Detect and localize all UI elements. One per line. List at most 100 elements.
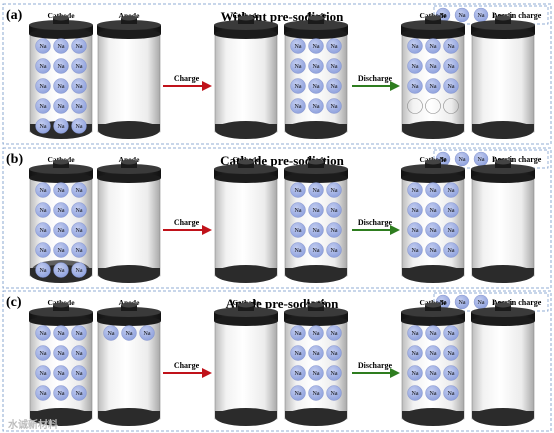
na-ion-label: Na bbox=[448, 188, 455, 194]
battery-base-band bbox=[285, 268, 347, 274]
na-ion bbox=[425, 365, 441, 381]
na-ion-label: Na bbox=[459, 300, 466, 306]
battery-cap-rim bbox=[97, 29, 161, 39]
na-ion bbox=[35, 118, 51, 134]
battery-cap-top bbox=[97, 307, 161, 317]
battery-glass bbox=[214, 320, 278, 420]
na-ion-label: Na bbox=[331, 208, 338, 214]
na-ion-label: Na bbox=[76, 208, 83, 214]
na-ion-label: Na bbox=[448, 391, 455, 397]
battery-base-band bbox=[472, 411, 534, 417]
battery-cap-top bbox=[401, 164, 465, 174]
na-ion-label: Na bbox=[295, 371, 302, 377]
cathode-battery: CathodeNaNaNaNaNaNaNaNaNaNaNaNa bbox=[29, 298, 93, 426]
cathode-battery: CathodeNaNaNaNaNaNaNaNaNaNaNaNa bbox=[401, 298, 465, 426]
na-ion bbox=[290, 202, 306, 218]
na-ion-label: Na bbox=[448, 371, 455, 377]
na-ion bbox=[308, 325, 324, 341]
na-ion bbox=[290, 38, 306, 54]
battery-terminal-top bbox=[495, 159, 511, 165]
battery-cap-rim bbox=[97, 173, 161, 183]
na-ion-label: Na bbox=[126, 331, 133, 337]
na-ion bbox=[443, 325, 459, 341]
na-ion-label: Na bbox=[295, 248, 302, 254]
na-ion-label: Na bbox=[448, 208, 455, 214]
na-ion-label: Na bbox=[430, 351, 437, 357]
battery-terminal bbox=[53, 162, 69, 168]
na-ion-label: Na bbox=[440, 300, 447, 306]
na-ion bbox=[454, 7, 470, 23]
panel-letter: (c) bbox=[6, 295, 22, 310]
anode-label: Anode bbox=[306, 155, 328, 164]
battery-terminal bbox=[53, 18, 69, 24]
na-ion-label: Na bbox=[295, 331, 302, 337]
na-ion-label: Na bbox=[430, 188, 437, 194]
na-ion-label: Na bbox=[58, 268, 65, 274]
na-ion-label: Na bbox=[331, 391, 338, 397]
na-ion-label: Na bbox=[40, 64, 47, 70]
na-ion bbox=[35, 202, 51, 218]
na-ion bbox=[326, 58, 342, 74]
na-ion-label: Na bbox=[430, 228, 437, 234]
na-ion bbox=[425, 202, 441, 218]
na-ion-label: Na bbox=[40, 188, 47, 194]
battery-terminal-top bbox=[53, 302, 69, 308]
anode-battery: Anode bbox=[97, 11, 161, 139]
na-ion-label: Na bbox=[448, 44, 455, 50]
battery-terminal-top bbox=[495, 15, 511, 21]
na-ion-label: Na bbox=[58, 188, 65, 194]
na-ion bbox=[53, 98, 69, 114]
na-ion-label: Na bbox=[430, 248, 437, 254]
na-ion bbox=[308, 38, 324, 54]
na-ion-label: Na bbox=[331, 248, 338, 254]
battery-terminal-top bbox=[425, 159, 441, 165]
na-ion-label: Na bbox=[331, 84, 338, 90]
battery-terminal bbox=[425, 18, 441, 24]
na-ion-label: Na bbox=[412, 64, 419, 70]
na-ion bbox=[71, 98, 87, 114]
na-ion bbox=[139, 325, 155, 341]
na-ion-label: Na bbox=[108, 331, 115, 337]
na-ion bbox=[71, 242, 87, 258]
anode-label: Anode bbox=[493, 11, 515, 20]
na-ion bbox=[326, 325, 342, 341]
legend-label: Loss in charge bbox=[492, 298, 542, 307]
na-ion-label: Na bbox=[58, 84, 65, 90]
battery-cap-top bbox=[29, 20, 93, 30]
na-ion-label: Na bbox=[478, 300, 485, 306]
battery-base-band bbox=[402, 268, 464, 274]
na-ion bbox=[407, 202, 423, 218]
na-ion bbox=[71, 182, 87, 198]
na-ion-label: Na bbox=[313, 84, 320, 90]
na-ion bbox=[443, 202, 459, 218]
cathode-label: Cathode bbox=[47, 11, 75, 20]
na-ion bbox=[53, 325, 69, 341]
na-ion-label: Na bbox=[331, 44, 338, 50]
discharge-arrow: Discharge bbox=[352, 74, 400, 91]
empty-ion-slot bbox=[407, 98, 423, 114]
battery-glass bbox=[214, 177, 278, 277]
na-ion bbox=[290, 325, 306, 341]
na-ion-label: Na bbox=[331, 188, 338, 194]
na-ion bbox=[425, 58, 441, 74]
na-ion bbox=[35, 182, 51, 198]
na-ion bbox=[308, 365, 324, 381]
na-ion-label: Na bbox=[313, 248, 320, 254]
battery-terminal bbox=[121, 162, 137, 168]
battery-terminal-top bbox=[425, 302, 441, 308]
anode-battery: AnodeNaNaNaNaNaNaNaNaNaNaNaNa bbox=[284, 298, 348, 426]
cathode-label: Cathode bbox=[232, 11, 260, 20]
cathode-battery: CathodeNaNaNaNaNaNaNaNaNa bbox=[401, 11, 465, 139]
cathode-battery: Cathode bbox=[214, 155, 278, 283]
na-ion bbox=[71, 118, 87, 134]
na-ion bbox=[308, 182, 324, 198]
na-ion bbox=[326, 385, 342, 401]
battery-cap-top bbox=[284, 164, 348, 174]
battery-cap-rim bbox=[214, 173, 278, 183]
battery-glass bbox=[471, 177, 535, 277]
na-ion-label: Na bbox=[295, 351, 302, 357]
na-ion-label: Na bbox=[295, 188, 302, 194]
na-ion-label: Na bbox=[412, 84, 419, 90]
